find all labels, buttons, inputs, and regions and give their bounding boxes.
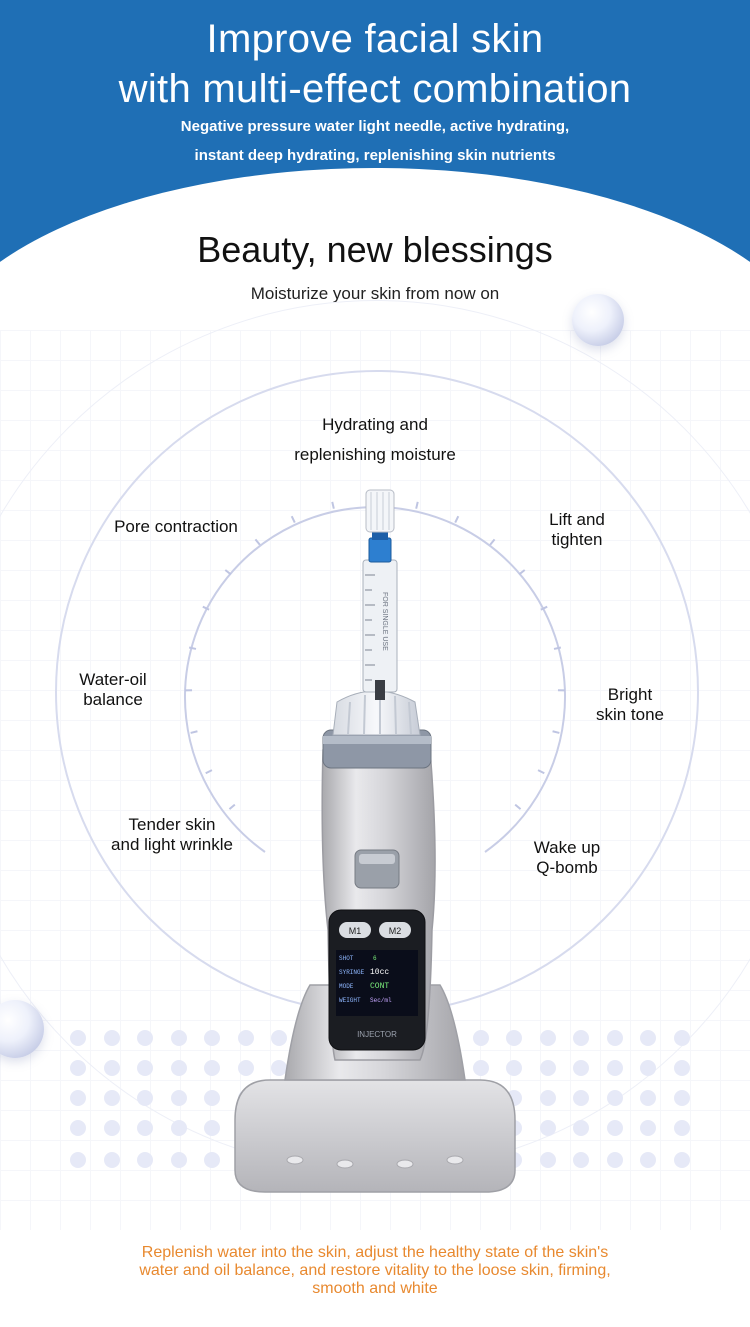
effect-label-bright: Bright skin tone [580,685,680,725]
dial-tick [254,538,261,546]
screen-value: 10cc [370,968,389,977]
header-subtitle: Negative pressure water light needle, ac… [0,112,750,170]
header-title-line2: with multi-effect combination [118,67,632,111]
header-title: Improve facial skin with multi-effect co… [0,14,750,114]
device-brand: INJECTOR [357,1030,397,1039]
footer-line3: smooth and white [312,1280,438,1297]
effect-label-line: balance [83,690,143,709]
dial-tick [454,515,460,523]
section-title: Beauty, new blessings [197,229,553,270]
effect-label-pore: Pore contraction [114,517,238,536]
dial-tick [552,730,560,734]
dial-tick [518,569,526,576]
effect-label-line: Bright [607,685,653,704]
screen-value: 6 [373,955,377,962]
effect-label-line: Lift and [549,510,605,529]
header-subtitle-line2: instant deep hydrating, replenishing ski… [194,147,556,164]
effect-label-tender: Tender skin and light wrinkle [92,815,252,855]
syringe-text: FOR SINGLE USE [381,592,388,651]
screen-label: SYRINGE [339,969,365,976]
effect-label-line: Wake up [533,838,601,857]
dial-tick [290,515,296,523]
dial-tick [224,569,232,576]
screen-value: CONT [370,982,389,991]
footer-description: Replenish water into the skin, adjust th… [60,1244,690,1298]
screen-label: MODE [339,983,354,990]
effect-label-line: and light wrinkle [111,835,233,854]
effect-label-line: replenishing moisture [294,445,456,464]
effect-label-line: Hydrating and [322,415,428,434]
dial-tick [331,501,335,509]
screen-label: WEIGHT [339,997,361,1004]
dial-tick [190,730,198,734]
effect-label-water-oil: Water-oil balance [58,670,168,710]
dial-tick [202,605,210,611]
screen-value: Sec/ml [370,997,392,1004]
effect-label-line: skin tone [595,705,665,724]
dial-tick [553,646,562,650]
dial-tick [205,769,213,775]
effect-label-line: Q-bomb [536,858,598,877]
effect-label-line: Tender skin [128,815,216,834]
dial-tick [415,501,419,509]
header-title-line1: Improve facial skin [206,17,544,61]
m1-button: M1 [349,926,362,936]
dial-tick [188,646,197,650]
dial-tick [489,538,496,546]
section-subtitle: Moisturize your skin from now on [250,284,500,303]
header-subtitle-line1: Negative pressure water light needle, ac… [180,118,570,135]
dial-tick [514,803,522,810]
footer-line1: Replenish water into the skin, adjust th… [141,1244,609,1261]
effect-label-line: tighten [551,530,603,549]
screen-label: SHOT [339,955,354,962]
decorative-sphere [572,294,624,346]
effect-label-lift: Lift and tighten [522,510,632,550]
effect-label-hydrating: Hydrating and replenishing moisture [260,410,490,470]
dial-tick [228,803,236,810]
m2-button: M2 [389,926,402,936]
dial-tick [540,605,548,611]
injector-device: FOR SINGLE USE M1 M2 SHOT 6 SYRINGE 10cc… [234,489,516,1193]
device-base [234,1079,516,1193]
effect-label-wake-up: Wake up Q-bomb [512,838,622,878]
effect-label-line: Water-oil [79,670,147,689]
footer-line2: water and oil balance, and restore vital… [139,1262,611,1279]
dial-tick [537,769,545,775]
